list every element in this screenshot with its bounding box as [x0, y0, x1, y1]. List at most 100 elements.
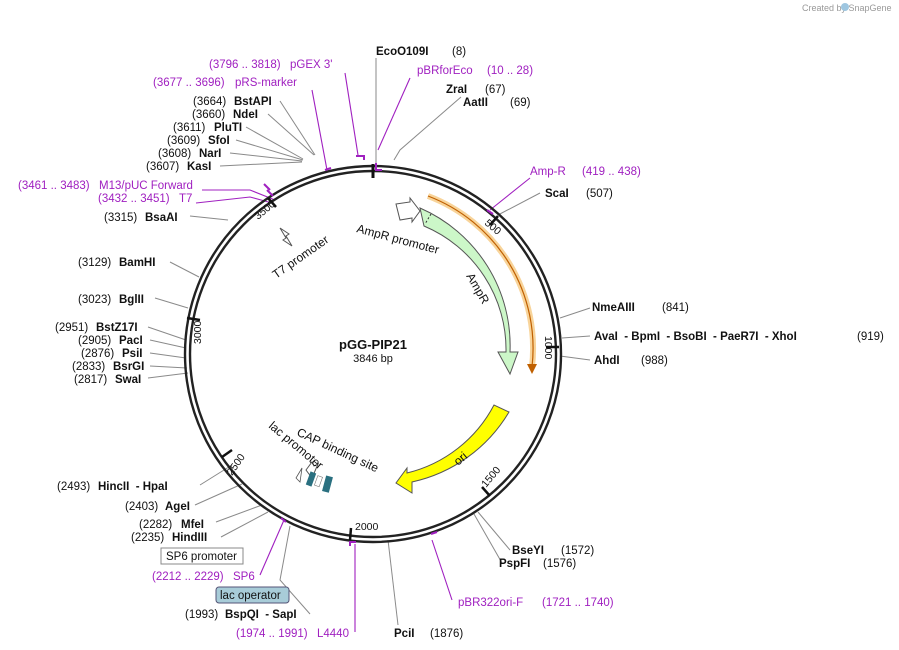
site-name-nmeaiii: NmeAIII [592, 302, 635, 314]
site-name-psii: PsiI [122, 348, 142, 360]
site-name-zrai: ZraI [446, 84, 467, 96]
tick-label-2500: 2500 [225, 452, 248, 478]
site-name-bsaai: BsaAI [145, 212, 178, 224]
site-pos-avai-group: (919) [857, 331, 884, 343]
site-pos-bstz17i: (2951) [55, 322, 88, 334]
primer-range-m13-puc-forward: (3461 .. 3483) [18, 180, 90, 192]
primer-range-t7: (3432 .. 3451) [98, 193, 170, 205]
site-name-ndei: NdeI [233, 109, 258, 121]
primer-name-prs-marker: pRS-marker [235, 77, 297, 89]
site-name-scai: ScaI [545, 188, 569, 200]
primer-name-t7: T7 [179, 193, 192, 205]
site-name-avai-group: AvaI - BpmI - BsoBI - PaeR7I - XhoI [594, 331, 797, 343]
ampr-feature-arrow [419, 207, 519, 376]
t7-promoter-arrow [279, 227, 293, 247]
primer-range-amp-r: (419 .. 438) [582, 166, 641, 178]
site-pos-mfei: (2282) [139, 519, 172, 531]
primer-name-l4440: L4440 [317, 628, 349, 640]
site-pos-sfoi: (3609) [167, 135, 200, 147]
primer-range-prs-marker: (3677 .. 3696) [153, 77, 225, 89]
site-name-sfoi: SfoI [208, 135, 230, 147]
site-pos-bamhi: (3129) [78, 257, 111, 269]
primer-name-pgex3: pGEX 3' [290, 59, 332, 71]
ampr-promoter-arrow [395, 196, 421, 224]
site-leaders [147, 58, 591, 626]
sp6-promoter-box [160, 547, 244, 565]
tick-marks [186, 197, 559, 541]
amp-r-primer-arrowhead [527, 364, 537, 374]
lac-region [295, 461, 333, 493]
site-name-bstz17i: BstZ17I [96, 322, 138, 334]
site-name-ecoo109i: EcoO109I [376, 46, 428, 58]
site-pos-paci: (2905) [78, 335, 111, 347]
site-name-pcii: PciI [394, 628, 414, 640]
primer-labels: (3796 .. 3818) pGEX 3' (3677 .. 3696) pR… [18, 59, 641, 640]
primer-name-m13-puc-forward: M13/pUC Forward [99, 180, 193, 192]
primer-range-pgex3: (3796 .. 3818) [209, 59, 281, 71]
ori-feature-arrow [395, 404, 510, 494]
site-name-bstapi: BstAPI [234, 96, 272, 108]
site-pos-bseyi: (1572) [561, 545, 594, 557]
site-pos-nmeaiii: (841) [662, 302, 689, 314]
site-pos-swai: (2817) [74, 374, 107, 386]
site-pos-pspfi: (1576) [543, 558, 576, 570]
site-name-ahdi: AhdI [594, 355, 620, 367]
site-name-bspqi-sapi: BspQI - SapI [225, 609, 297, 621]
tick-label-3000: 3000 [192, 320, 204, 344]
site-pos-hincii-hpai: (2493) [57, 481, 90, 493]
plasmid-length: 3846 bp [353, 353, 393, 365]
site-pos-kasi: (3607) [146, 161, 179, 173]
site-name-bseyi: BseYI [512, 545, 544, 557]
primer-name-amp-r: Amp-R [530, 166, 566, 178]
site-pos-bspqi-sapi: (1993) [185, 609, 218, 621]
site-pos-ndei: (3660) [192, 109, 225, 121]
site-pos-bglii: (3023) [78, 294, 111, 306]
site-name-nari: NarI [199, 148, 221, 160]
site-name-pspfi: PspFI [499, 558, 530, 570]
cap-site-block-1 [305, 471, 317, 487]
site-pos-scai: (507) [586, 188, 613, 200]
site-name-hindiii: HindIII [172, 532, 207, 544]
sp6-promoter-arrow [295, 467, 303, 483]
snapgene-logo-icon [841, 3, 849, 11]
site-name-aatii: AatII [463, 97, 488, 109]
site-pos-hindiii: (2235) [131, 532, 164, 544]
site-name-agei: AgeI [165, 501, 190, 513]
site-pos-psii: (2876) [81, 348, 114, 360]
site-pos-agei: (2403) [125, 501, 158, 513]
plasmid-name: pGG-PIP21 [339, 337, 407, 352]
site-pos-pluti: (3611) [173, 122, 206, 134]
primer-marks [263, 155, 494, 546]
site-pos-bsrgi: (2833) [72, 361, 105, 373]
site-name-hincii-hpai: HincII - HpaI [98, 481, 168, 493]
primer-range-pbr322ori-f: (1721 .. 1740) [542, 597, 614, 609]
lac-operator-box-label: lac operator [220, 590, 281, 602]
ampr-start-dash [424, 213, 432, 225]
site-labels: EcoO109I (8) ZraI (67) AatII (69) ScaI (… [55, 46, 884, 640]
site-pos-pcii: (1876) [430, 628, 463, 640]
tick-label-1000: 1000 [542, 336, 554, 360]
site-name-kasi: KasI [187, 161, 211, 173]
site-pos-ecoo109i: (8) [452, 46, 466, 58]
primer-name-sp6: SP6 [233, 571, 255, 583]
lac-operator-small [314, 475, 323, 488]
site-pos-zrai: (67) [485, 84, 506, 96]
site-name-swai: SwaI [115, 374, 141, 386]
site-pos-bsaai: (3315) [104, 212, 137, 224]
amp-r-primer-line [427, 195, 534, 368]
primer-range-l4440: (1974 .. 1991) [236, 628, 308, 640]
site-pos-bstapi: (3664) [193, 96, 226, 108]
tick-label-2000: 2000 [355, 521, 379, 533]
site-name-bamhi: BamHI [119, 257, 155, 269]
site-pos-aatii: (69) [510, 97, 531, 109]
tick-label-3500: 3500 [252, 198, 278, 222]
site-name-pluti: PluTI [214, 122, 242, 134]
site-name-paci: PacI [119, 335, 143, 347]
feature-label-t7-promoter: T7 promoter [270, 233, 332, 282]
site-name-bsrgi: BsrGI [113, 361, 144, 373]
lac-operator-box [215, 586, 290, 604]
site-pos-ahdi: (988) [641, 355, 668, 367]
primer-name-pbrforeco: pBRforEco [417, 65, 473, 77]
primer-range-sp6: (2212 .. 2229) [152, 571, 224, 583]
